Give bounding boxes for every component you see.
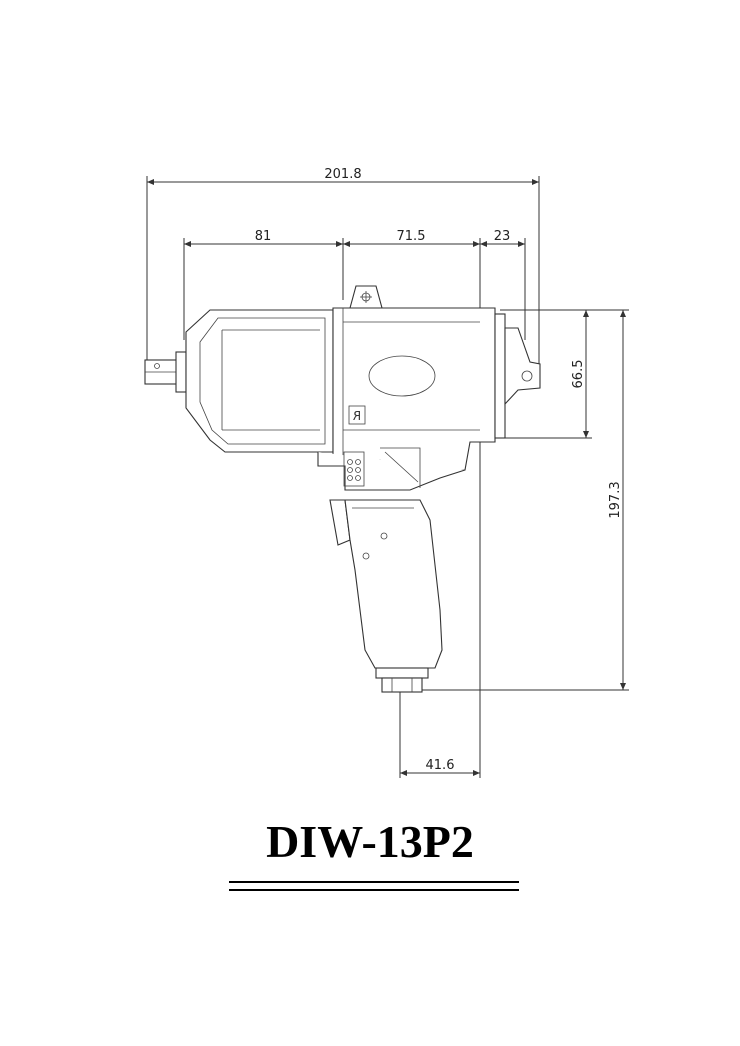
impact-wrench-outline: R bbox=[144, 285, 541, 693]
housing-mark: R bbox=[353, 409, 361, 423]
label-oval bbox=[368, 355, 436, 397]
dimension-housing-height: 66.5 bbox=[500, 309, 592, 439]
dimension-handle-offset: 41.6 bbox=[399, 690, 481, 778]
dimension-handle-offset-label: 41.6 bbox=[426, 758, 455, 773]
rear-hole bbox=[521, 370, 533, 382]
dimension-front-length-label: 81 bbox=[255, 229, 272, 244]
motor-housing bbox=[332, 307, 496, 471]
title-underline-top bbox=[229, 881, 519, 883]
dimension-total-height: 197.3 bbox=[420, 309, 629, 691]
title-underline-bottom bbox=[229, 889, 519, 891]
mark-box bbox=[348, 405, 366, 425]
rear-cap bbox=[494, 313, 506, 439]
direction-switch bbox=[343, 451, 365, 487]
dimension-overall-length-label: 201.8 bbox=[324, 167, 361, 182]
dimension-segment-lengths: 81 71.5 23 bbox=[183, 229, 526, 700]
dimension-total-height-label: 197.3 bbox=[608, 481, 623, 518]
dimension-middle-length-label: 71.5 bbox=[397, 229, 426, 244]
model-title: DIW-13P2 bbox=[266, 816, 474, 867]
pistol-grip bbox=[344, 499, 443, 669]
dimension-rear-length-label: 23 bbox=[494, 229, 511, 244]
dimension-overall-length: 201.8 bbox=[146, 167, 540, 372]
dimension-housing-height-label: 66.5 bbox=[571, 360, 586, 389]
air-inlet bbox=[381, 677, 423, 693]
hammer-case bbox=[185, 309, 334, 453]
air-inlet-collar bbox=[375, 667, 429, 679]
